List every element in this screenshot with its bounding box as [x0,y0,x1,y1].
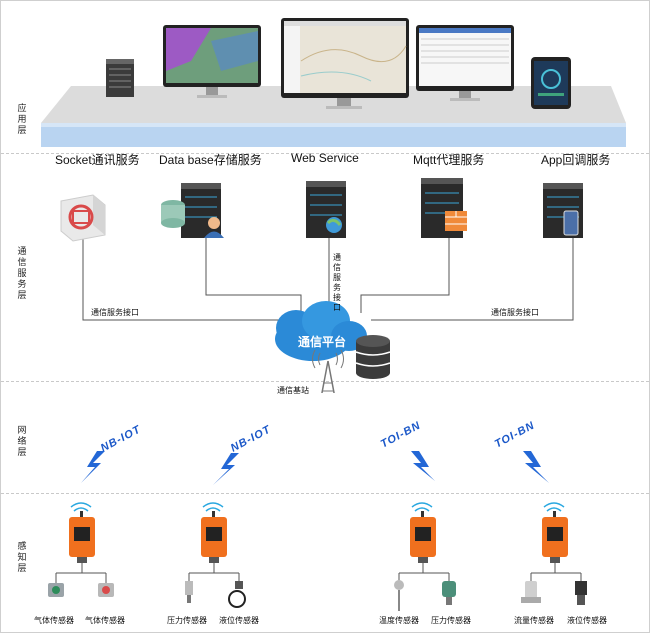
divider-communication [1,381,649,382]
sensor-label: 气体传感器 [34,616,74,625]
cloud-icon [275,301,367,361]
rack-server-icon [106,59,134,97]
level-sensor-icon [228,573,246,608]
iot-device-icon [531,502,581,574]
mqtt-server-icon [421,178,467,238]
service-label-app: App回调服务 [541,153,611,167]
app-server-icon [543,183,583,238]
divider-network [1,493,649,494]
perception-graphics [48,502,587,611]
layer-label-network: 网络层 [17,425,27,457]
communication-graphics [60,178,583,393]
interface-label-left: 通信服务接口 [91,308,139,317]
interface-label-right: 通信服务接口 [491,308,539,317]
pressure-sensor-icon [185,573,193,603]
flow-sensor-icon [521,573,541,603]
lightning-icon [523,451,549,483]
divider-application [1,153,649,154]
gas-sensor-icon [98,573,114,597]
lightning-icon [81,451,105,483]
database-server-icon [161,183,224,238]
pressure-sensor-icon [442,573,456,605]
sensor-label: 温度传感器 [379,616,419,625]
lightning-icon [411,451,435,481]
sensor-label: 压力传感器 [167,616,207,625]
interface-label-center: 通信服务接口 [333,253,341,312]
base-station-label: 通信基站 [277,386,309,395]
sensor-label: 液位传感器 [219,616,259,625]
sensor-label: 液位传感器 [567,616,607,625]
service-label-socket: Socket通讯服务 [55,153,140,167]
service-label-database: Data base存储服务 [159,153,262,167]
sensor-label: 气体传感器 [85,616,125,625]
application-platform [41,18,626,147]
layer-label-application: 应用层 [17,103,27,135]
service-label-webservice: Web Service [291,151,359,165]
monitor-map-icon [163,25,261,98]
platform-label: 通信平台 [298,335,347,349]
web-server-icon [306,181,346,238]
level-sensor-icon [575,573,587,605]
monitor-map-large-icon [281,18,409,109]
lightning-icon [213,453,239,485]
socket-icon [60,194,106,242]
base-station-icon [312,349,344,393]
iot-device-icon [399,502,449,574]
layer-label-perception: 感知层 [17,541,27,573]
iot-device-icon [56,502,106,574]
database-icon [355,335,391,379]
sensor-label: 流量传感器 [514,616,554,625]
gas-sensor-icon [48,573,64,597]
tablet-icon [531,57,571,109]
sensor-label: 压力传感器 [431,616,471,625]
layer-label-communication: 通信服务层 [17,246,27,300]
iot-device-icon [189,502,239,574]
temperature-sensor-icon [394,573,404,611]
service-label-mqtt: Mqtt代理服务 [413,153,485,167]
network-graphics [81,451,549,485]
monitor-table-icon [416,25,514,101]
